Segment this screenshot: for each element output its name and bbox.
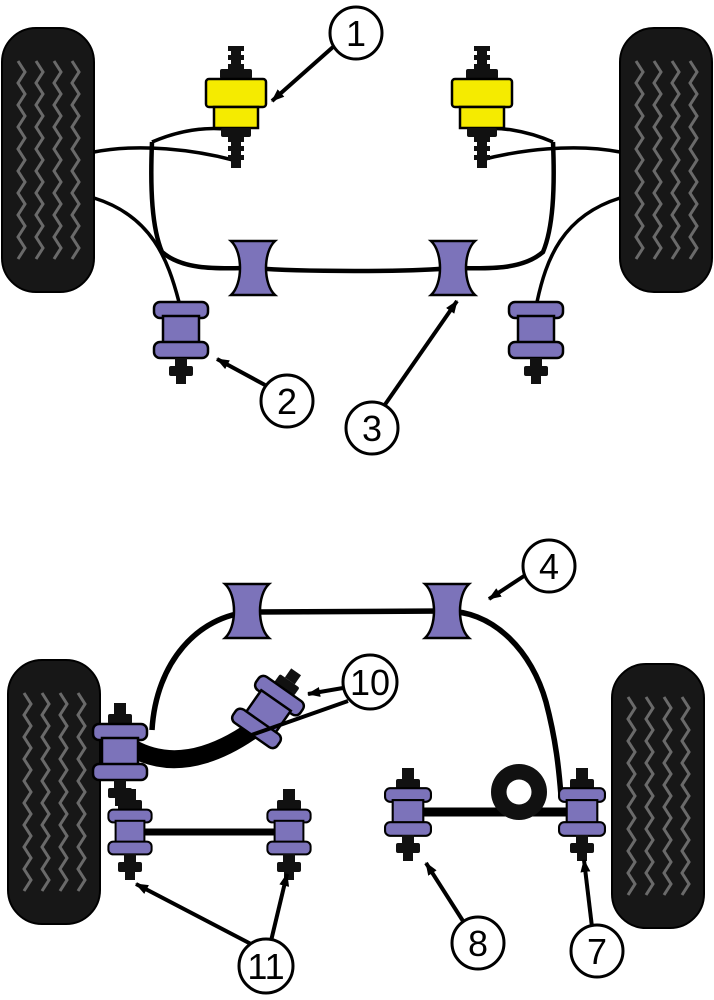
callout-8-label: 8 <box>468 923 488 964</box>
left-engine-mount <box>206 46 266 168</box>
arrow-to-trailing-front-bush <box>424 861 465 923</box>
rear-left-tire <box>8 660 100 924</box>
callout-3-label: 3 <box>362 408 382 449</box>
callout-2-label: 2 <box>277 381 297 422</box>
callout-7-label: 7 <box>587 931 607 972</box>
front-lower-bush-left <box>152 300 210 384</box>
front-left-tire <box>2 28 94 292</box>
callout-11-label: 11 <box>247 946 284 987</box>
callout-3: 3 <box>344 400 400 456</box>
callout-1-label: 1 <box>346 13 366 54</box>
callout-2: 2 <box>259 373 315 429</box>
arrow-to-inner-arm-bush <box>171 699 349 765</box>
trailing-arm-ring-hole <box>506 779 532 805</box>
front-anti-roll-bar <box>149 141 556 274</box>
arrow-to-rear-arb-bush <box>487 574 526 601</box>
callout-7: 7 <box>569 923 625 979</box>
right-engine-mount <box>452 46 512 168</box>
trailing-arm-rear-bush <box>557 768 607 861</box>
rear-right-tire <box>612 664 704 928</box>
rear-tie-bar-assembly <box>107 789 312 880</box>
callout-8: 8 <box>450 915 506 971</box>
callout-11: 11 <box>237 937 295 995</box>
arrow-to-front-lower-bush <box>216 357 266 387</box>
rear-anti-roll-bar <box>149 608 564 797</box>
trailing-arm-front-bush <box>383 768 433 861</box>
control-arm-inner-bush <box>91 703 149 806</box>
arrow-to-tie-bar-bush-left <box>135 882 252 946</box>
callout-10-label: 10 <box>350 662 390 703</box>
arrow-to-engine-mount <box>270 45 335 103</box>
arrow-to-trailing-rear-bush <box>580 859 594 928</box>
arrow-to-front-arb-bush <box>382 299 459 408</box>
front-subframe-lines <box>93 126 621 303</box>
callout-1: 1 <box>328 5 384 61</box>
arrow-to-outer-arm-bush <box>307 686 344 697</box>
front-right-tire <box>620 28 712 292</box>
arrow-to-tie-bar-bush-right <box>269 873 290 942</box>
callout-arrows <box>135 45 594 946</box>
callout-4-label: 4 <box>539 546 559 587</box>
callout-4: 4 <box>521 538 577 594</box>
callout-10: 10 <box>341 653 399 711</box>
front-lower-bush-right <box>507 300 565 384</box>
rear-trailing-arm-assembly <box>383 764 607 861</box>
